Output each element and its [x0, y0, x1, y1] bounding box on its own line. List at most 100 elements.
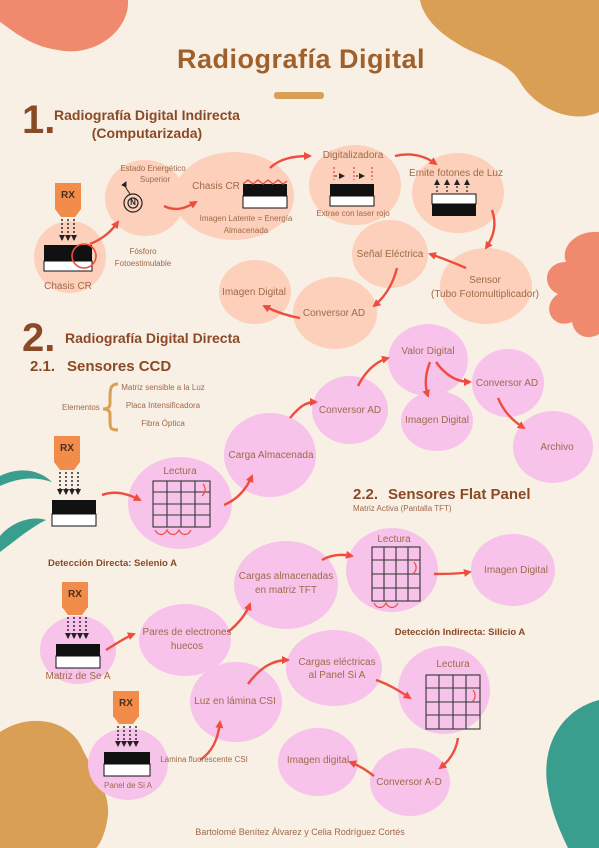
page-title: Radiografía Digital: [176, 44, 426, 74]
deco-leaf-teal-1: [0, 470, 52, 486]
ccd-heading: Sensores CCD: [67, 358, 172, 375]
blob-imagen: [219, 260, 291, 324]
flat-heading: Sensores Flat Panel: [388, 486, 531, 503]
rx-label-si: RX: [113, 691, 139, 717]
emite-label: Emite fotones de Luz: [409, 168, 503, 179]
arrows-flat: [105, 550, 472, 777]
blob-estado: [105, 160, 185, 236]
arrows-ccd: [101, 355, 526, 507]
nucleus-label: N: [130, 198, 136, 207]
deco-blob-top-right: [420, 0, 599, 117]
estado-energetico-label: Estado Energético: [120, 164, 186, 173]
blob-valor: [388, 324, 468, 396]
grid-lectura-si: [425, 674, 481, 730]
imagen-digital-si-label: Imagen digital: [286, 755, 350, 766]
fosforo-label: Fósforo: [129, 247, 157, 256]
lectura-si-label: Lectura: [436, 659, 470, 670]
deco-blob-top-left: [0, 0, 129, 52]
cargas-tft-label-1: Cargas almacenadas: [238, 571, 334, 582]
flat-number: 2.2.: [353, 486, 379, 503]
blob-imagen-tft: [471, 534, 555, 606]
blob-senal: [352, 220, 428, 288]
title-underline: [274, 92, 324, 99]
section1-number: 1.: [22, 98, 56, 142]
rx-label-s1: RX: [55, 183, 81, 209]
valor-digital-label: Valor Digital: [401, 346, 455, 357]
lectura-tft-label: Lectura: [377, 534, 411, 545]
elemento-1: Matriz sensible a la Luz: [121, 383, 205, 392]
footer-authors: Bartolomé Benítez Álvarez y Celia Rodríg…: [195, 827, 405, 837]
cargas-elec-label-2: al Panel Si A: [308, 670, 366, 681]
cargas-tft-label-2: en matriz TFT: [254, 585, 318, 596]
deteccion-directa-label: Detección Directa: Selenio A: [48, 558, 177, 569]
sensor-label: Sensor: [469, 275, 501, 286]
blob-archivo: [513, 411, 593, 483]
panel-si-label: Panel de Si A: [103, 781, 153, 790]
imagen-digital-tft-label: Imagen Digital: [484, 565, 548, 576]
elementos-label: Elementos: [62, 403, 100, 412]
elemento-3: Fibra Óptica: [141, 419, 185, 428]
detector-rx-se: [55, 607, 101, 669]
rx-label-se: RX: [62, 582, 88, 608]
chasis-cr-plate: [242, 179, 288, 209]
senal-electrica-label: Señal Eléctrica: [356, 249, 424, 260]
deco-leaf-teal-2: [0, 518, 46, 552]
matriz-se-label: Matriz de Se A: [45, 671, 111, 682]
tubo-label: (Tubo Fotomultiplicador): [430, 289, 540, 300]
deco-blob-bottom-right: [546, 700, 599, 848]
imagen-digital-ccd-label: Imagen Digital: [405, 415, 469, 426]
fotoestimulable-label: Fotoestimulable: [114, 259, 172, 268]
lamina-label: Lámina fluorescente CSI: [160, 755, 248, 764]
blob-conversor-ccd2: [472, 349, 544, 417]
conversor-ad-ccd2-label: Conversor AD: [475, 378, 539, 389]
rx-label-ccd: RX: [54, 436, 80, 462]
archivo-label: Archivo: [540, 442, 574, 453]
arrows-section1: [89, 152, 496, 320]
emite-plate: [431, 179, 477, 216]
blob-emite: [412, 153, 504, 233]
blob-conversor-ccd: [312, 376, 388, 444]
lectura-ccd-label: Lectura: [163, 466, 197, 477]
blob-lectura-tft: [346, 528, 438, 612]
imagen-latente-label: Imagen Latente = Energía: [199, 214, 293, 223]
detector-rx-s1: [43, 209, 97, 272]
detector-rx-si: [103, 716, 151, 777]
blob-pares: [139, 604, 231, 676]
deco-blob-bottom-left: [0, 720, 109, 848]
grid-lectura-ccd: [152, 480, 211, 536]
extrae-label: Extrae con laser rojo: [316, 209, 390, 218]
cargas-elec-label-1: Cargas eléctricas: [298, 657, 376, 668]
section2-heading: Radiografía Digital Directa: [65, 330, 241, 346]
blob-imagen-ccd: [401, 391, 473, 451]
blob-lectura-ccd: [128, 457, 232, 549]
blob-lectura-si: [398, 646, 490, 734]
detector-rx-ccd: [51, 462, 97, 527]
section1-heading-line2: (Computarizada): [91, 125, 203, 141]
imagen-digital-label: Imagen Digital: [222, 287, 286, 298]
blob-conversor-ad: [370, 748, 450, 816]
flat-subtitle: Matriz Activa (Pantalla TFT): [353, 504, 452, 513]
blob-cargas-elec: [286, 630, 382, 706]
digitalizadora-plate: [329, 167, 375, 207]
blob-chasis-cr: [174, 152, 294, 240]
blob-conversor: [293, 277, 377, 349]
blob-luz: [190, 662, 282, 742]
deteccion-indirecta-label: Detección Indirecta: Silicio A: [394, 627, 526, 638]
section1-heading-line1: Radiografía Digital Indirecta: [54, 107, 240, 123]
blob-sensor: [440, 248, 532, 324]
section2-number: 2.: [22, 316, 56, 360]
luz-label: Luz en lámina CSI: [194, 696, 276, 707]
atom-icon: [121, 181, 143, 213]
conversor-ad-ccd-label: Conversor AD: [318, 405, 382, 416]
superior-label: Superior: [139, 175, 171, 184]
almacenada-label: Almacenada: [223, 226, 269, 235]
elemento-2: Placa Intensificadora: [125, 401, 201, 410]
blob-cargas-tft: [234, 541, 338, 629]
chasis-cr-node-label: Chasis CR: [192, 181, 240, 192]
digitalizadora-label: Digitalizadora: [322, 150, 384, 161]
carga-almacenada-label: Carga Almacenada: [228, 450, 314, 461]
conversor-ad-label: Conversor AD: [302, 308, 366, 319]
conversor-ad-si-label: Conversor A-D: [376, 777, 442, 788]
